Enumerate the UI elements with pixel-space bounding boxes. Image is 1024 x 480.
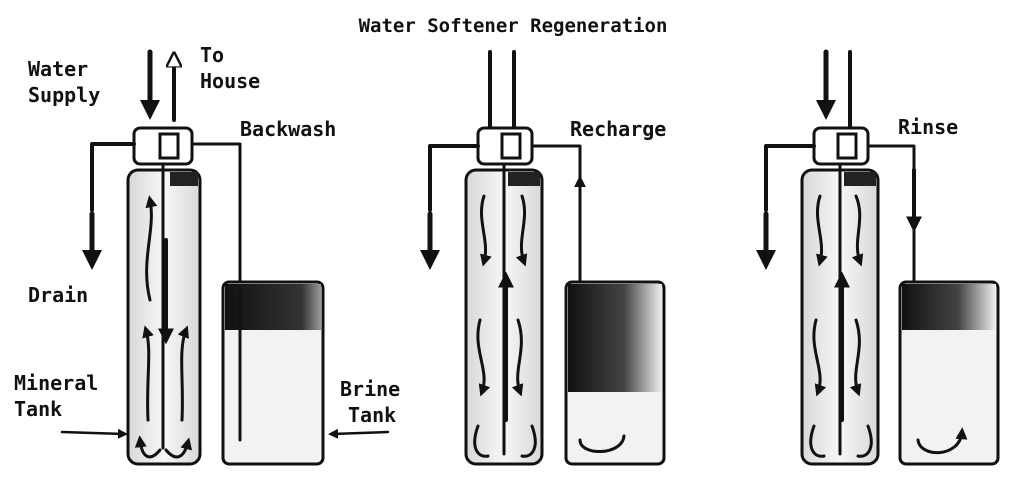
diagram-title: Water Softener Regeneration [359,15,668,37]
tank-cap [170,172,198,186]
brine-line [866,144,916,172]
brine-salt-level [902,284,996,330]
brine-tank-pointer [328,428,390,439]
water-supply-label-line1: Water [28,57,88,81]
bottom-flow-left [473,424,490,458]
valve-window [836,132,858,160]
drain-pipe [428,144,480,212]
drain-pipe [764,144,816,212]
bottom-flow-right [520,424,537,458]
brine-tank-label-line2: Tank [348,403,396,427]
brine-tank-label-line1: Brine [340,377,400,401]
mineral-tank-label-line2: Tank [14,397,62,421]
down-flow-arrow-mid-right [849,318,862,397]
valve-window [500,132,522,160]
up-flow-arrow-right [177,325,189,422]
mineral-tank-label-line1: Mineral [14,371,98,395]
down-flow-arrow-mid-right [511,318,524,397]
bottom-flow-right [164,437,193,459]
down-flow-arrow-mid-left [476,318,491,397]
recharge-stage-label: Recharge [570,117,666,141]
to-house-label-line1: To [200,43,224,67]
brine-salt-level [568,284,662,392]
brine-intake-curve [578,434,626,453]
up-flow-arrow-top [145,195,158,302]
brine-return-curve [916,427,968,454]
up-flow-arrow-left [142,325,154,422]
bottom-flow-left [134,435,162,459]
panel-rinse: Rinse [756,49,1000,466]
down-flow-arrow-top-right [851,194,864,267]
down-flow-arrow-top-left [479,194,492,267]
tank-cap [844,172,876,186]
bottom-flow-left [809,424,826,458]
down-flow-arrow-top-right [515,194,528,267]
bottom-flow-right [856,424,873,458]
rinse-stage-label: Rinse [898,115,958,139]
water-supply-label-line2: Supply [28,83,100,107]
panel-recharge: Recharge [420,50,666,466]
backwash-stage-label: Backwash [240,117,336,141]
drain-pipe [90,142,136,212]
tank-cap [508,172,540,186]
down-flow-arrow-top-left [815,194,828,267]
panel-backwash: Water Supply To House Backwash Drain Min… [14,43,400,466]
valve-window [158,132,180,160]
down-flow-arrow-mid-left [812,318,827,397]
mineral-tank-pointer [60,428,128,439]
drain-label: Drain [28,283,88,307]
to-house-label-line2: House [200,69,260,93]
